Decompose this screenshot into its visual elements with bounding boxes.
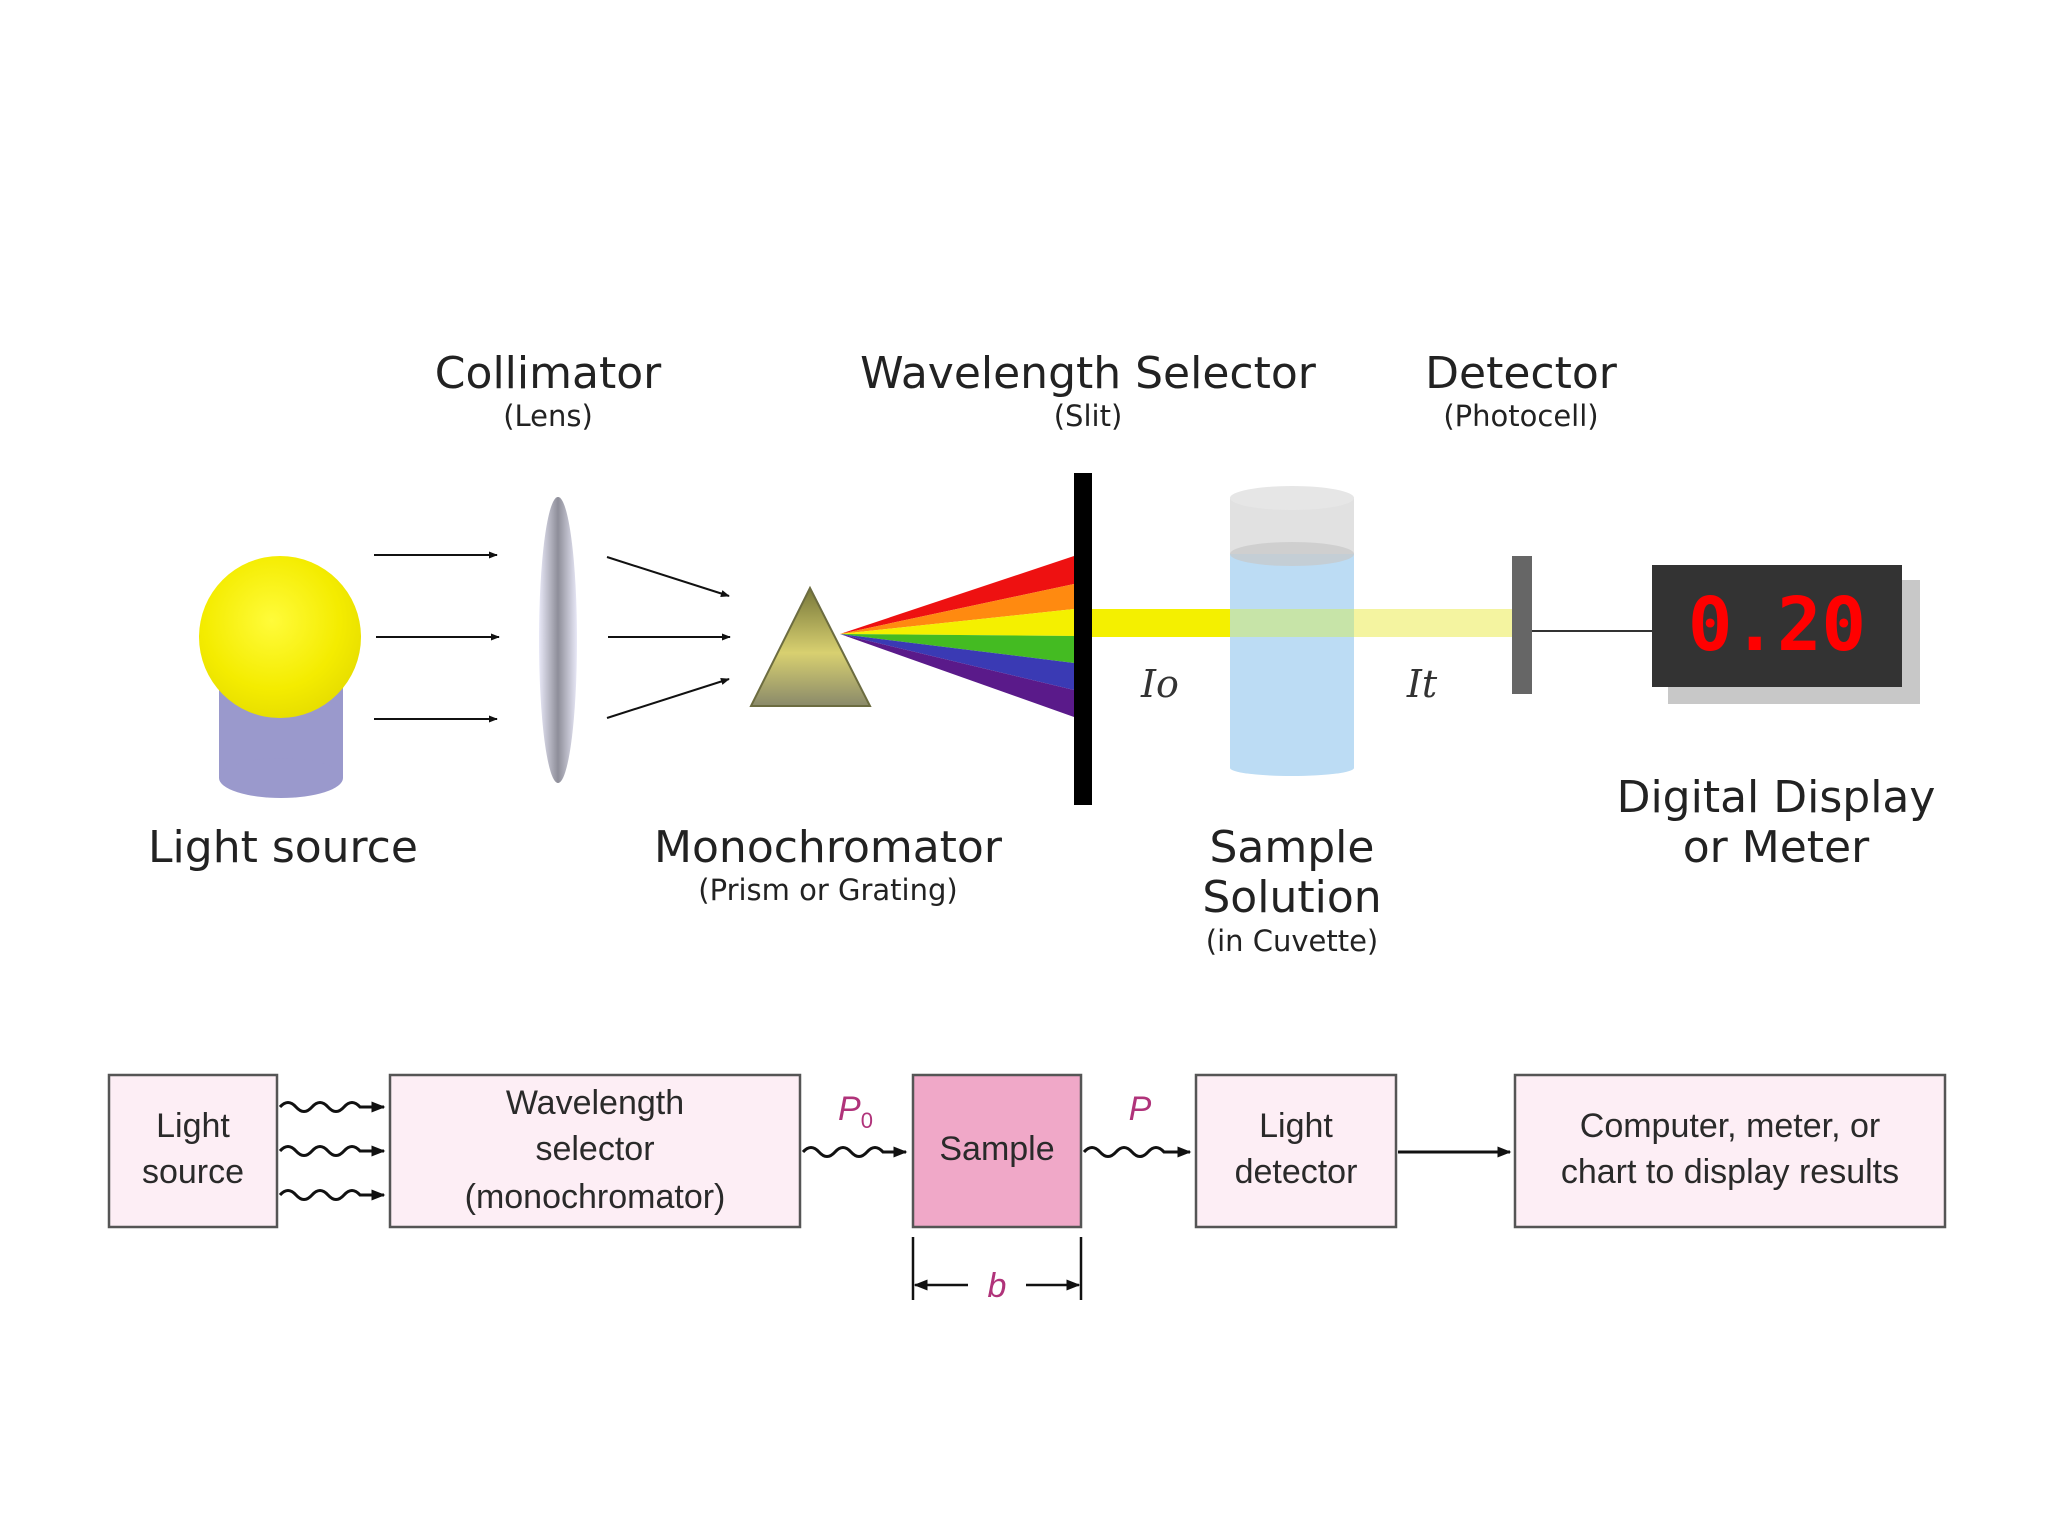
slit-icon [1074, 473, 1092, 805]
block-light-source-line1: Light [156, 1107, 230, 1145]
monochromator-subtitle: (Prism or Grating) [698, 873, 957, 907]
wavelength-selector-subtitle: (Slit) [1054, 399, 1123, 433]
block-sample: Sample [911, 1073, 1083, 1229]
light-rays [374, 551, 500, 723]
collimator-subtitle: (Lens) [503, 399, 593, 433]
intensity-out-label: It [1406, 662, 1438, 706]
intensity-in-label: Io [1140, 662, 1179, 706]
detector-title: Detector [1425, 348, 1618, 399]
collimator-title: Collimator [435, 348, 662, 399]
wavy-arrow-p0: P0 [801, 1090, 908, 1158]
prism-icon [749, 585, 872, 707]
lens-icon [539, 497, 577, 783]
detector-subtitle: (Photocell) [1443, 399, 1598, 433]
block-output: Computer, meter, or chart to display res… [1513, 1073, 1947, 1229]
wavy-arrow-p: P [1082, 1090, 1192, 1158]
converging-rays [606, 556, 731, 719]
block-wavelength-selector: Wavelength selector (monochromator) [388, 1073, 802, 1229]
path-length-label: b [988, 1267, 1007, 1305]
block-output-line2: chart to display results [1561, 1153, 1899, 1191]
block-light-source-line2: source [142, 1153, 244, 1191]
block-selector-line2: selector [535, 1130, 654, 1168]
block-detector-line1: Light [1259, 1107, 1333, 1145]
block-selector-line1: Wavelength [506, 1084, 684, 1122]
power-out-label: P [1129, 1090, 1152, 1128]
cuvette-icon [1230, 486, 1354, 776]
path-length-dimension [911, 1237, 1083, 1300]
block-output-line1: Computer, meter, or [1580, 1107, 1880, 1145]
light-bulb-icon [199, 556, 361, 798]
wavelength-selector-title: Wavelength Selector [860, 348, 1317, 399]
monochromator-title: Monochromator [654, 822, 1003, 873]
wavy-arrows-1 [278, 1101, 386, 1201]
sample-subtitle: (in Cuvette) [1206, 924, 1379, 958]
block-light-detector: Light detector [1194, 1073, 1398, 1229]
light-source-label: Light source [148, 822, 418, 873]
block-detector-line2: detector [1235, 1153, 1358, 1191]
digital-display-icon: 0.20 [1652, 565, 1920, 704]
spectrum-fan [840, 556, 1074, 717]
sample-label-line2: Solution [1202, 872, 1381, 923]
photocell-icon [1512, 556, 1655, 694]
block-selector-line3: (monochromator) [465, 1178, 726, 1216]
display-label-line1: Digital Display [1617, 772, 1936, 823]
power-in-label: P0 [838, 1090, 873, 1133]
block-sample-label: Sample [939, 1130, 1054, 1168]
display-reading: 0.20 [1688, 582, 1866, 668]
display-label-line2: or Meter [1683, 822, 1870, 873]
sample-label-line1: Sample [1210, 822, 1375, 873]
block-light-source: Light source [107, 1073, 279, 1229]
